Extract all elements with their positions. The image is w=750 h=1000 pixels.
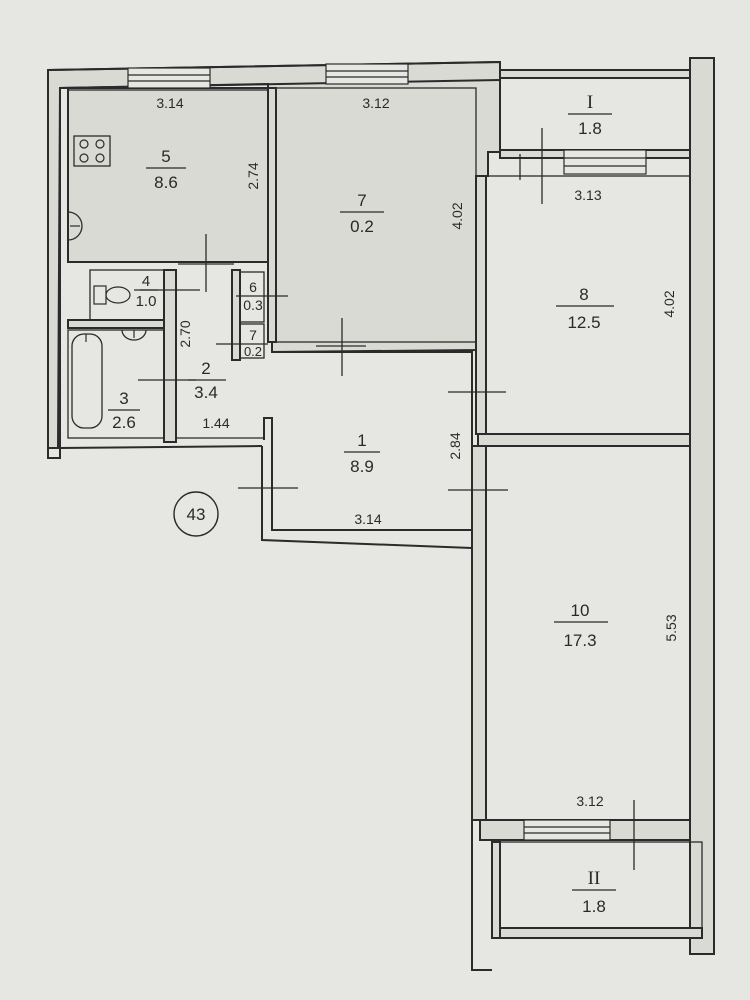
room-3-area: 2.6 [112, 413, 136, 432]
wall-left-of-10 [471, 445, 487, 821]
washbasin-icon [121, 329, 147, 341]
right-outer-wall [689, 57, 715, 955]
stove-icon [73, 135, 111, 167]
room-labels: 5 8.6 7 0.2 I 1.8 8 12.5 4 1.0 6 0.3 7 0… [108, 92, 616, 916]
plan-number: 43 [187, 505, 206, 524]
balcony-1-area: 1.8 [578, 119, 602, 138]
room-9-area: 12.5 [567, 313, 600, 332]
wall-2-left [163, 269, 177, 443]
dimension-room-2-length: 2.70 [177, 320, 193, 347]
wall-left-of-9 [475, 175, 487, 435]
room-3-number: 3 [119, 389, 128, 408]
balcony-2-side [491, 841, 501, 939]
window-room-8 [325, 63, 409, 85]
outer-wall-left [47, 70, 263, 459]
balcony-1-number: I [587, 92, 593, 113]
dimension-room-1-depth: 2.84 [447, 432, 463, 459]
bathtub-icon [71, 333, 103, 429]
balcony-2-rail [491, 927, 703, 939]
wall-6-7 [231, 269, 241, 361]
fixtures [67, 135, 147, 429]
room-8-number: 7 [357, 191, 366, 210]
outer-wall-10-left [471, 540, 492, 971]
door-marks [138, 128, 635, 870]
sink-icon [67, 211, 83, 241]
wall-4-3 [67, 319, 165, 329]
dimension-labels: 3.14 3.12 2.74 4.02 3.13 4.02 2.70 1.44 … [156, 95, 679, 809]
dimension-room-10-width: 3.12 [576, 793, 603, 809]
room-1-area: 8.9 [350, 457, 374, 476]
balcony-1-rail [499, 69, 691, 79]
dimension-room-2-width: 1.44 [202, 415, 229, 431]
room-6-area: 0.3 [243, 297, 263, 313]
window-room-5 [127, 67, 211, 89]
room-4-area: 1.0 [136, 293, 157, 310]
dimension-room-8-width: 3.12 [362, 95, 389, 111]
dimension-room-8-depth: 4.02 [449, 202, 465, 229]
room-9-number: 8 [579, 285, 588, 304]
room-7-number: 7 [249, 327, 257, 343]
room-10-number: 10 [571, 601, 590, 620]
room-9-outline [485, 175, 691, 435]
room-5-number: 5 [161, 147, 170, 166]
room-1-outline [263, 351, 473, 531]
toilet-icon [93, 285, 131, 305]
window-room-10 [523, 819, 611, 841]
wall-5-8 [267, 87, 277, 343]
dimension-room-5-width: 3.14 [156, 95, 183, 111]
room-7-area: 0.2 [244, 344, 262, 359]
room-3-outline [67, 329, 165, 439]
dimension-room-9-width: 3.13 [574, 187, 601, 203]
balcony-2-area: 1.8 [582, 897, 606, 916]
room-10-area: 17.3 [563, 631, 596, 650]
hall-outer-wall [261, 446, 473, 549]
windows [127, 63, 647, 841]
balcony-2-number: II [588, 868, 601, 889]
dimension-room-9-depth: 4.02 [661, 290, 677, 317]
room-2-area: 3.4 [194, 383, 218, 402]
room-8-area: 0.2 [350, 217, 374, 236]
room-5-area: 8.6 [154, 173, 178, 192]
plan-number-badge: 43 [173, 491, 219, 537]
room-2-number: 2 [201, 359, 210, 378]
room-4-number: 4 [142, 273, 150, 290]
outer-wall-top [47, 61, 501, 71]
room-6-number: 6 [249, 279, 257, 295]
dimension-room-10-depth: 5.53 [663, 614, 679, 641]
balcony-1-outline [499, 69, 691, 155]
dimension-room-5-depth: 2.74 [245, 162, 261, 189]
room-1-number: 1 [357, 431, 366, 450]
dimension-room-1-width: 3.14 [354, 511, 381, 527]
wall-9-10 [477, 433, 691, 447]
window-room-9 [563, 149, 647, 175]
